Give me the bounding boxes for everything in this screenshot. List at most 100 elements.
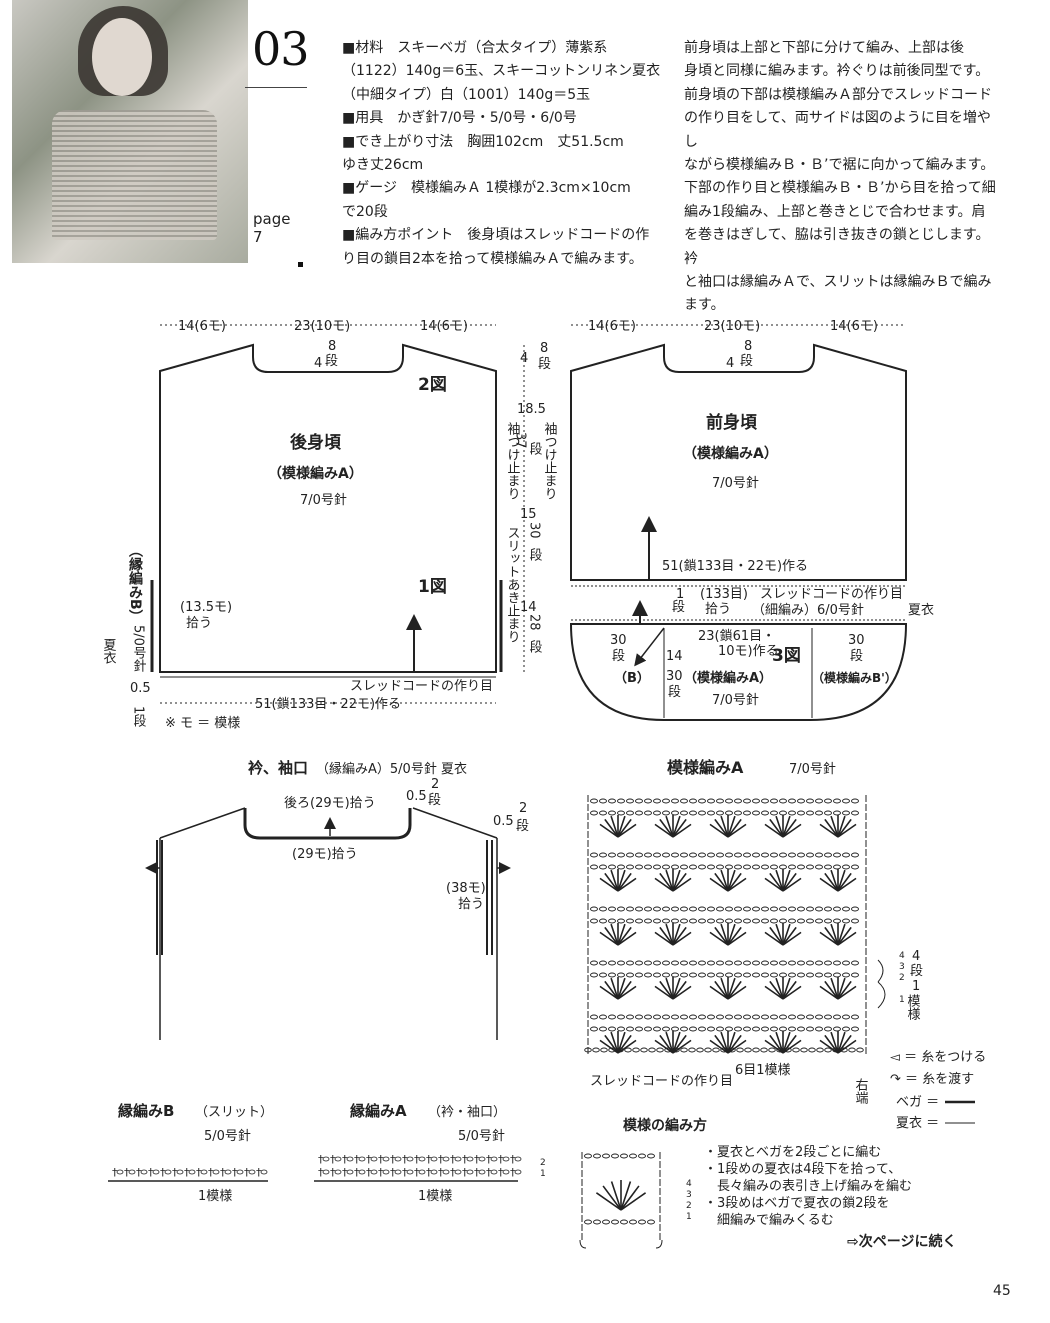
fan-stitch: [714, 926, 729, 946]
front-side-dan: 段: [538, 357, 551, 372]
chain-symbol: [734, 906, 742, 912]
fan-stitch: [769, 818, 784, 838]
edge-stitch-symbol: †: [136, 1166, 142, 1179]
chain-symbol: [800, 1047, 808, 1053]
fan-stitch: [617, 818, 632, 838]
chain-symbol: [590, 798, 598, 804]
edge-stitch-symbol: †: [124, 1166, 130, 1179]
chain-symbol: [716, 798, 724, 804]
patternA-repmoyo: 模様: [905, 994, 921, 1020]
fan-stitch: [782, 985, 802, 1000]
front-top-dim-mid: 23(10モ): [704, 319, 760, 334]
materials-line: ゆき丈26cm: [342, 157, 424, 174]
chain-symbol: [662, 864, 670, 870]
back-neck-dan: 段: [325, 354, 338, 369]
chain-symbol: [635, 1014, 643, 1020]
fan-stitch: [659, 980, 674, 1000]
chain-symbol: [797, 918, 805, 924]
fan-stitch: [604, 1034, 619, 1054]
fan-stitch: [665, 977, 674, 1000]
chain-symbol: [593, 1219, 601, 1225]
chain-symbol: [851, 972, 859, 978]
chain-symbol: [599, 864, 607, 870]
edgeA-r1: 1: [540, 1169, 546, 1179]
chain-symbol: [224, 1169, 232, 1175]
fan-stitch: [617, 923, 626, 946]
back-outline: [159, 343, 497, 673]
fan-stitch: [727, 923, 736, 946]
fig3-label: 3図: [772, 646, 801, 666]
edge-stitch-symbol: †: [318, 1153, 324, 1166]
chain-symbol: [761, 852, 769, 858]
chain-symbol: [716, 906, 724, 912]
chain-symbol: [797, 1014, 805, 1020]
next-page-link[interactable]: ⇨次ページに続く: [847, 1233, 956, 1250]
chain-symbol: [842, 1014, 850, 1020]
patternA-six: 6目1模様: [735, 1063, 791, 1078]
fan-stitch: [659, 872, 674, 892]
chain-symbol: [770, 1026, 778, 1032]
fan-stitch: [782, 980, 797, 1000]
chain-symbol: [720, 1047, 728, 1053]
fan-stitch: [720, 923, 729, 946]
chain-symbol: [797, 972, 805, 978]
chain-symbol: [806, 798, 814, 804]
fan-stitch: [617, 1034, 632, 1054]
chain-symbol: [653, 864, 661, 870]
fan-stitch: [709, 1039, 729, 1054]
chain-symbol: [806, 864, 814, 870]
chain-symbol: [608, 918, 616, 924]
chain-symbol: [644, 1026, 652, 1032]
fig1-label: 1図: [418, 577, 447, 597]
chain-symbol: [672, 1047, 680, 1053]
chain-symbol: [608, 1014, 616, 1020]
fan-stitch: [720, 869, 729, 892]
fan-stitch: [610, 923, 619, 946]
fan-stitch: [709, 823, 729, 838]
collar-title: 衿、袖口: [248, 759, 308, 777]
howto-row2: 2: [686, 1201, 692, 1211]
fan-stitch: [830, 923, 839, 946]
back-bottom-dan: 段: [527, 640, 543, 653]
chain-symbol: [478, 1169, 486, 1175]
fan-stitch: [727, 1034, 742, 1054]
chain-symbol: [394, 1169, 402, 1175]
fan-stitch: [617, 931, 637, 946]
chain-symbol: [743, 918, 751, 924]
chain-symbol: [608, 960, 616, 966]
chain-symbol: [608, 972, 616, 978]
back-slit-dan: 段: [527, 548, 543, 561]
chain-symbol: [617, 864, 625, 870]
chain-symbol: [626, 852, 634, 858]
chain-symbol: [707, 972, 715, 978]
chain-symbol: [466, 1169, 474, 1175]
fan-stitch: [727, 977, 736, 1000]
chain-symbol: [617, 960, 625, 966]
legend-natsui: 夏衣 ＝: [896, 1115, 939, 1131]
chain-symbol: [816, 1047, 824, 1053]
chain-symbol: [716, 864, 724, 870]
fan-stitch: [819, 877, 839, 892]
fan-stitch: [775, 815, 784, 838]
chain-symbol: [725, 906, 733, 912]
howto-note: 長々編みの表引き上げ編みを編む: [704, 1178, 912, 1194]
fan-stitch: [672, 1031, 681, 1054]
fan-stitch: [654, 931, 674, 946]
edge-stitch-symbol: †: [486, 1153, 492, 1166]
front-sc: （細編み）6/0号針: [752, 602, 864, 618]
fan-stitch: [727, 869, 736, 892]
chain-symbol: [752, 960, 760, 966]
chain-symbol: [617, 810, 625, 816]
chain-symbol: [806, 960, 814, 966]
chain-symbol: [752, 798, 760, 804]
chain-symbol: [626, 972, 634, 978]
chain-symbol: [761, 906, 769, 912]
back-edge-b: （縁編みB）: [127, 543, 144, 624]
back-pattern: （模様編みA）: [268, 465, 363, 482]
fan-stitch: [672, 923, 681, 946]
chain-symbol: [752, 1026, 760, 1032]
patternA-chart: [584, 795, 886, 1054]
back-thread-cord: スレッドコードの作り目: [350, 679, 493, 694]
bullet-dot: [298, 262, 303, 267]
